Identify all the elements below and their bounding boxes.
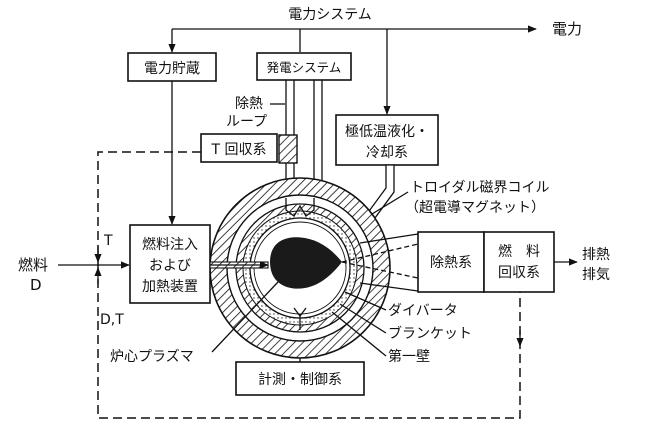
- generation-system-box: [256, 52, 352, 81]
- generation-system-label: 発電システム: [267, 60, 342, 75]
- power-bus: [168, 25, 537, 115]
- measurement-control-label: 計測・制御系: [258, 372, 342, 388]
- exhaust-gas-label: 排気: [582, 267, 610, 283]
- divertor-pipes: [341, 233, 419, 292]
- injector-beam: [209, 261, 269, 269]
- fuel-recovery-label-2: 回収系: [498, 265, 540, 281]
- fuel-d-label: D: [30, 276, 42, 294]
- heat-removal-loop-label-1: 除熱: [235, 96, 263, 112]
- power-output-label: 電力: [552, 20, 582, 38]
- reactor: [209, 177, 419, 359]
- fuel-injection-label-2: および: [149, 258, 191, 274]
- blanket-pipe-bends: [285, 198, 315, 217]
- fuel-injection-label-3: 加熱装置: [142, 279, 198, 295]
- divertor-y-tip: [293, 307, 307, 318]
- measurement-control-box: [235, 361, 365, 396]
- toroidal-coil-label: トロイダル磁界コイル: [410, 180, 549, 196]
- tritium-recycle-loop: [94, 151, 524, 419]
- blanket-label: ブランケット: [388, 325, 472, 342]
- first-wall-leader: [331, 311, 387, 357]
- first-wall-label: 第一壁: [388, 348, 430, 365]
- fuel-recovery-box: [483, 231, 555, 293]
- fuel-label: 燃料: [18, 256, 48, 274]
- t-recovery-box: [200, 133, 278, 163]
- heat-exchanger: [278, 134, 298, 164]
- fuel-injection-box: [129, 224, 211, 304]
- core-plasma-shape: [270, 237, 342, 289]
- cryogenic-label-1: 極低温液化・: [345, 124, 429, 140]
- exhaust-heat-label: 排熱: [582, 247, 610, 263]
- fuel-recovery-label-1: 燃 料: [498, 243, 540, 260]
- toroidal-coil-leader: [371, 191, 409, 215]
- power-storage-label: 電力貯蔵: [144, 61, 200, 77]
- superconducting-magnet-label: （超電導マグネット）: [405, 200, 545, 216]
- core-plasma-leader: [211, 281, 279, 353]
- cryogenic-box: [335, 114, 439, 166]
- divertor-label: ダイバータ: [388, 303, 458, 319]
- t-recovery-label: T 回収系: [210, 142, 266, 158]
- heat-removal-loop-label-2: ループ: [226, 114, 267, 130]
- power-storage-box: [127, 52, 217, 82]
- fuel-injection-label-1: 燃料注入: [142, 236, 198, 253]
- dt-label: D,T: [100, 312, 124, 328]
- divertor-leader: [344, 291, 387, 311]
- cryogenic-label-2: 冷却系: [366, 145, 408, 161]
- tritium-t-label: T: [103, 233, 113, 249]
- power-system-label: 電力システム: [288, 7, 372, 23]
- blanket-leader: [339, 303, 387, 334]
- heat-removal-label: 除熱系: [430, 255, 472, 271]
- core-plasma-label: 炉心プラズマ: [110, 349, 194, 365]
